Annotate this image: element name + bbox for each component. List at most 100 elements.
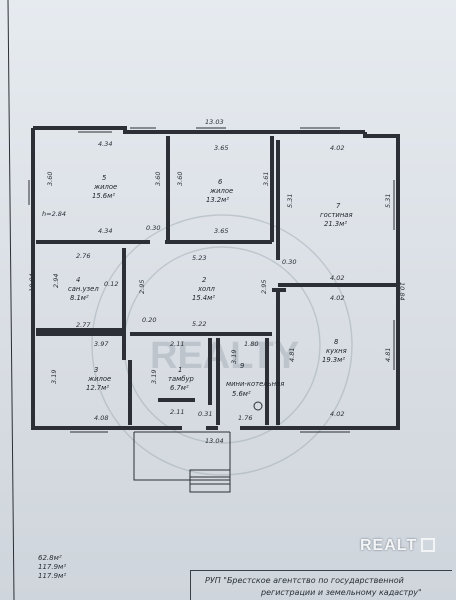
dim-r3-left: 3.19: [50, 370, 58, 384]
dimension-labels: 13.03 13.04 10.84 10.84 4.34 3.60 3.60 4…: [28, 118, 406, 445]
title-block-stamp: РУП "Брестское агентство по государствен…: [190, 570, 452, 600]
wall-r3-top: [36, 332, 126, 360]
svg-text:6: 6: [218, 178, 223, 186]
svg-text:жилое: жилое: [93, 183, 117, 191]
dim-r1-top: 2.11: [170, 340, 184, 348]
dim-left-total: 10.84: [28, 273, 36, 292]
svg-text:кухня: кухня: [326, 347, 347, 355]
dim-r8-bottom: 4.02: [330, 410, 344, 418]
room-9-label: 9 мини-котельная 5.6м²: [226, 362, 284, 398]
dim-r4-top: 2.76: [76, 252, 90, 260]
dim-bottom-total: 13.04: [205, 437, 224, 445]
dim-r5-height: h=2.84: [42, 210, 66, 218]
svg-text:6.7м²: 6.7м²: [170, 384, 189, 392]
dim-r4-left: 2.94: [52, 274, 60, 288]
dim-r3-bottom: 4.08: [94, 414, 108, 422]
watermark: REALTY: [91, 214, 353, 476]
svg-text:тамбур: тамбур: [168, 375, 194, 383]
dim-r5-top: 4.34: [98, 140, 112, 148]
dim-r7-left: 5.31: [286, 194, 294, 208]
dim-r1-031: 0.31: [198, 410, 212, 418]
dim-r7-right: 5.31: [384, 194, 392, 208]
svg-text:гостиная: гостиная: [320, 211, 353, 219]
svg-text:8.1м²: 8.1м²: [70, 294, 89, 302]
dim-r6-right: 3.61: [262, 172, 270, 186]
dim-hall-top: 5.23: [192, 254, 206, 262]
dim-r1-left: 3.19: [150, 370, 158, 384]
svg-text:2: 2: [202, 276, 206, 284]
dim-r8-top: 4.02: [330, 294, 344, 302]
dim-hall-bottom: 5.22: [192, 320, 206, 328]
dim-r5-left: 3.60: [46, 172, 54, 186]
svg-text:21.3м²: 21.3м²: [324, 220, 347, 228]
dim-r7-bottom: 4.02: [330, 274, 344, 282]
realt-logo: REALT: [360, 537, 450, 557]
dim-gap-030-a: 0.30: [146, 224, 160, 232]
dim-r9-bottom: 1.76: [238, 414, 252, 422]
dim-right-total: 10.84: [398, 282, 406, 301]
dim-r7-top: 4.02: [330, 144, 344, 152]
dim-hall-left: 2.95: [138, 280, 146, 294]
svg-text:сан.узел: сан.узел: [68, 285, 99, 293]
svg-text:13.2м²: 13.2м²: [206, 196, 229, 204]
watermark-text: REALTY: [150, 335, 299, 377]
dim-r9-left: 3.19: [230, 350, 238, 364]
sheet-frame-line: [7, 0, 15, 600]
outer-wall-top: [33, 126, 365, 134]
svg-text:жилое: жилое: [87, 375, 111, 383]
room-6-label: 6 жилое 13.2м²: [206, 178, 233, 204]
svg-text:5: 5: [102, 174, 106, 182]
dim-r5-right: 3.60: [154, 172, 162, 186]
dim-r4-bottom: 2.77: [76, 321, 91, 329]
area-summary-line: 117.9м²: [38, 572, 67, 580]
dim-r5-bottom: 4.34: [98, 227, 112, 235]
area-summary-line: 117.9м²: [38, 563, 67, 571]
dim-r4-012: 0.12: [104, 280, 118, 288]
dim-gap-020: 0.20: [142, 316, 156, 324]
dim-gap-030-b: 0.30: [282, 258, 296, 266]
logo-square-icon: [421, 538, 436, 552]
room-labels: 5 жилое 15.6м² 6 жилое 13.2м² 7 гостиная…: [68, 174, 353, 398]
room-4-label: 4 сан.узел 8.1м²: [68, 276, 99, 302]
room-7-label: 7 гостиная 21.3м²: [320, 202, 353, 228]
room-8-label: 8 кухня 19.3м²: [322, 338, 347, 364]
stamp-line: РУП "Брестское агентство по государствен…: [205, 576, 404, 585]
windows: [28, 127, 395, 433]
dim-r3-top: 3.97: [94, 340, 109, 348]
svg-text:15.6м²: 15.6м²: [92, 192, 115, 200]
svg-text:холл: холл: [197, 285, 216, 293]
room-1-label: 1 тамбур 6.7м²: [168, 366, 194, 392]
room-3-label: 3 жилое 12.7м²: [86, 366, 111, 392]
svg-text:4: 4: [76, 276, 80, 284]
svg-text:мини-котельная: мини-котельная: [226, 380, 284, 388]
svg-text:жилое: жилое: [209, 187, 233, 195]
dim-r1-bottom: 2.11: [170, 408, 184, 416]
area-summary-line: 62.8м²: [38, 554, 62, 562]
svg-text:3: 3: [94, 366, 98, 374]
dim-r6-bottom: 3.65: [214, 227, 228, 235]
svg-text:9: 9: [240, 362, 244, 370]
svg-text:8: 8: [334, 338, 339, 346]
porch: [133, 431, 231, 493]
dim-hall-right: 2.95: [260, 280, 268, 294]
area-summary: 62.8м² 117.9м² 117.9м²: [38, 554, 66, 581]
svg-text:19.3м²: 19.3м²: [322, 356, 345, 364]
dim-r6-top: 3.65: [214, 144, 228, 152]
wall-r4: [36, 248, 126, 332]
svg-text:12.7м²: 12.7м²: [86, 384, 109, 392]
room-5-label: 5 жилое 15.6м²: [92, 174, 117, 200]
outer-wall-right: [240, 132, 400, 430]
boiler-icon: [253, 401, 263, 411]
svg-text:5.6м²: 5.6м²: [232, 390, 251, 398]
room-2-label: 2 холл 15.4м²: [192, 276, 216, 302]
outer-wall-left: [31, 128, 182, 430]
svg-text:15.4м²: 15.4м²: [192, 294, 215, 302]
svg-text:1: 1: [178, 366, 182, 374]
stamp-line: регистрации и земельному кадастру": [261, 588, 422, 597]
svg-text:7: 7: [336, 202, 341, 210]
dim-r8-left: 4.81: [288, 348, 296, 362]
dim-r6-left: 3.60: [176, 172, 184, 186]
dim-r9-top: 1.80: [244, 340, 258, 348]
